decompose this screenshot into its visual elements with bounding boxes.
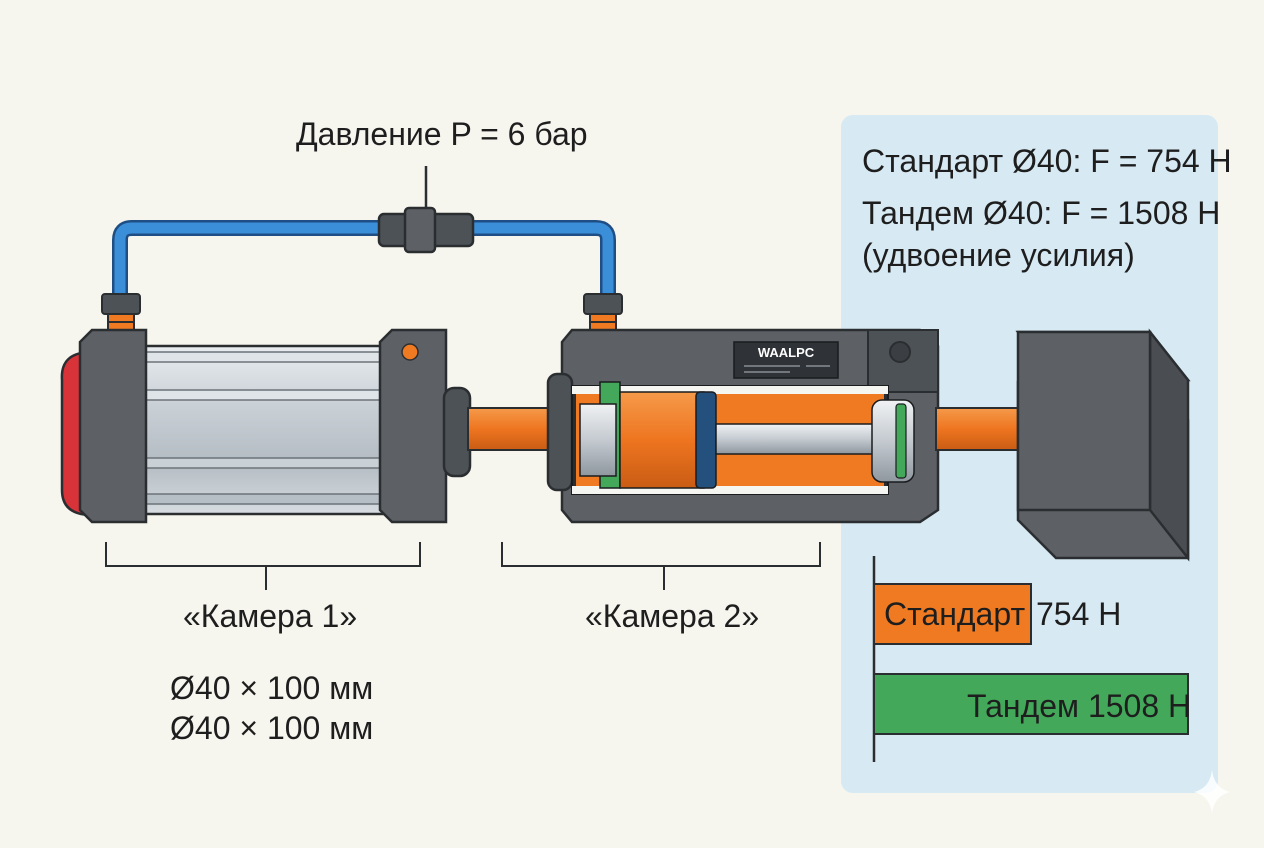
tee-fitting [377,166,475,254]
bracket-chamber-1 [105,542,421,590]
pressure-label: Давление P = 6 бар [296,116,588,152]
cylinder-2-cutaway: WAALPC [546,328,940,524]
rear-end-cap [78,328,148,524]
info-tandem-force: Тандем Ø40: F = 1508 Н [862,195,1221,231]
rod-gland-2 [546,372,574,492]
port-plug [401,343,419,361]
chamber-1-label: «Камера 1» [183,598,358,634]
dimension-label-2: Ø40 × 100 мм [170,710,374,746]
load-block [1015,328,1191,562]
air-supply-line [112,220,616,308]
dimension-label-1: Ø40 × 100 мм [170,670,374,706]
bar-standard [873,583,1032,645]
bar-tandem [873,673,1189,735]
rod-bushing [871,399,915,483]
inner-rod [715,423,877,455]
info-force-doubling: (удвоение усилия) [862,237,1135,273]
rod-gland-1 [442,386,472,478]
chamber-2-label: «Камера 2» [585,598,760,634]
force-bar-chart [872,556,1189,762]
sparkle-icon [1194,770,1230,814]
barrel-tube-1 [136,344,392,516]
piston-head [579,403,617,477]
cylinder-1 [60,328,472,524]
nameplate-text: WAALPC [758,345,815,360]
info-standard-force: Стандарт Ø40: F = 754 Н [862,143,1232,179]
front-end-cap-1 [378,328,448,524]
piston-seal [695,391,717,489]
bar-standard-label: Стандарт [884,596,1026,632]
bracket-chamber-2 [501,542,821,590]
bar-standard-value-label: 754 Н [1036,596,1122,632]
bar-tandem-label: Тандем 1508 Н [967,688,1192,724]
